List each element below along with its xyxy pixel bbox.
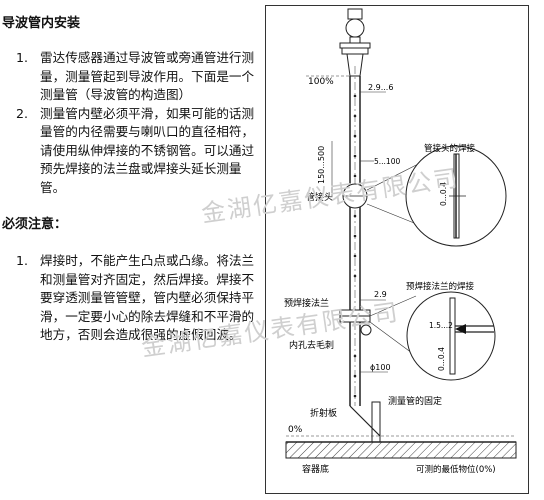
label-tank-bottom: 容器底 [302,463,329,475]
label-dim-1-5-2: 1.5...2 [429,321,453,330]
item-number: 2. [16,105,29,121]
label-100-percent: 100% [308,77,334,87]
text-column: 导波管内安装 1. 雷达传感器通过导波管或旁通管进行测量，测量管起到导波作用。下面… [0,0,270,500]
label-min-level: 可测的最低物位(0%) [416,464,496,475]
label-dim-0-04-a: 0...0.4 [439,182,448,206]
label-dim-150-500: 150...500 [317,146,326,184]
waveguide-diagram-svg: 100% 2.9...6 150...500 5...100 管接头 0...0… [284,8,517,475]
pipe-holes [353,94,357,398]
measuring-pipe [349,66,361,406]
hole-deburr-marker [360,324,372,336]
detail-weld-triangle [455,324,466,334]
transmitter-head [339,8,371,77]
label-prewelded-flange-weld: 预焊接法兰的焊接 [406,281,475,292]
label-pipe-joint-weld: 管接头的焊接 [424,143,476,154]
label-pipe-joint: 管接头 [306,191,333,203]
list-item: 1. 雷达传感器通过导波管或旁通管进行测量，测量管起到导波作用。下面是一个测量管（… [0,49,262,105]
notes-list: 1. 焊接时，不能产生凸点或凸缘。将法兰和测量管对齐固定，然后焊接。焊接不要穿透测… [0,252,262,345]
label-hole-deburr: 内孔去毛刺 [289,339,334,351]
item-text: 雷达传感器通过导波管或旁通管进行测量，测量管起到导波作用。下面是一个测量管（导波… [40,50,255,102]
item-text: 测量管内壁必须平滑，如果可能的话测量管的内径需要与喇叭口的直径相符，请使用纵伸焊… [40,105,255,195]
installation-list: 1. 雷达传感器通过导波管或旁通管进行测量，测量管起到导波作用。下面是一个测量管（… [0,49,262,197]
section-title-notes: 必须注意： [2,217,68,232]
label-dim-5-100: 5...100 [374,157,400,166]
label-dim-0-04-b: 0...0.4 [437,347,446,371]
section-title-installation: 导波管内安装 [2,16,81,31]
label-0-percent: 0% [288,425,303,435]
label-dim-29-6: 2.9...6 [368,83,393,92]
waveguide-diagram: 100% 2.9...6 150...500 5...100 管接头 0...0… [265,5,529,494]
label-reflector-plate: 折射板 [310,407,337,419]
reflector-plate [349,405,381,437]
list-item: 1. 焊接时，不能产生凸点或凸缘。将法兰和测量管对齐固定，然后焊接。焊接不要穿透测… [0,252,262,345]
label-phi-100: ϕ100 [370,363,391,372]
item-number: 1. [16,50,29,65]
leader-line [369,321,417,357]
item-number: 1. [16,253,29,268]
flange-lower [339,315,371,323]
label-prewelded-flange: 预焊接法兰 [284,297,329,309]
tank-bottom-hatch [285,441,517,459]
list-item: 2. 测量管内壁必须平滑，如果可能的话测量管的内径需要与喇叭口的直径相符，请使用纵… [0,105,262,198]
item-text: 焊接时，不能产生凸点或凸缘。将法兰和测量管对齐固定，然后焊接。焊接不要穿透测量管… [40,253,255,342]
label-dim-29: 2.9 [374,290,387,299]
detail-flange-wall [449,297,456,375]
leader-line [369,295,417,317]
label-pipe-fixing: 测量管的固定 [388,395,442,407]
